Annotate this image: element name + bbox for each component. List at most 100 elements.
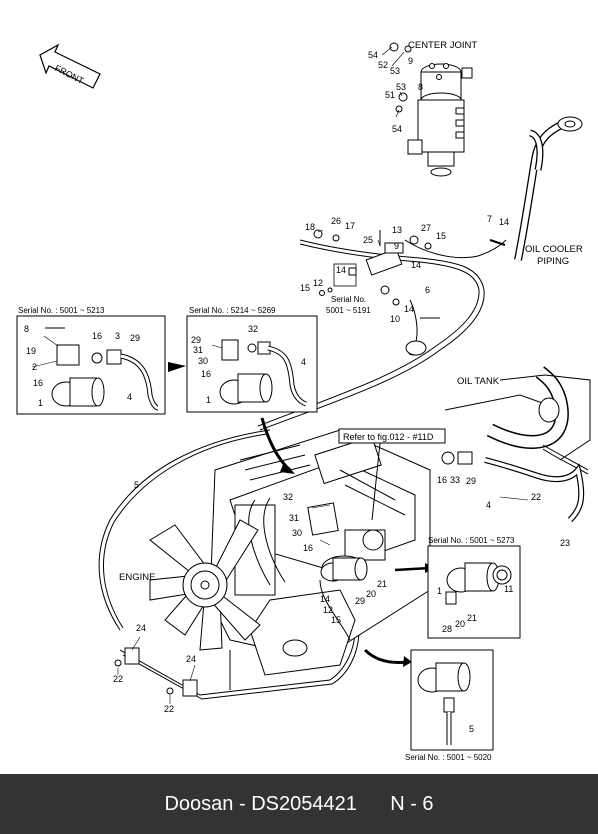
serial-box-1-caption: Serial No. : 5001 ~ 5213 [18, 306, 105, 315]
serial-box-2-caption: Serial No. : 5214 ~ 5269 [189, 306, 276, 315]
callout: 53 [396, 82, 406, 92]
serial-inline-1: Serial No. [331, 295, 366, 304]
callout: 16 [201, 369, 211, 379]
callout: 28 [442, 624, 452, 634]
callout: 14 [320, 594, 330, 604]
serial-box-3 [427, 545, 521, 639]
callout: 26 [331, 216, 341, 226]
callout: 3 [115, 331, 120, 341]
callout: 2 [32, 362, 37, 372]
callout: 4 [127, 392, 132, 402]
clamps [114, 647, 198, 697]
callout: 5 [469, 724, 474, 734]
callout: 31 [289, 513, 299, 523]
callout: 22 [164, 704, 174, 714]
callout: 30 [198, 356, 208, 366]
callout: 33 [450, 475, 460, 485]
callout: 24 [136, 623, 146, 633]
callout: 32 [248, 324, 258, 334]
arrowhead-icon [280, 462, 295, 474]
serial-box-3-caption: Serial No. : 5001 ~ 5273 [428, 536, 515, 545]
callout: 22 [531, 492, 541, 502]
callout: 20 [455, 619, 465, 629]
callout: 4 [486, 500, 491, 510]
oil-tank-label: OIL TANK [457, 376, 500, 387]
callout: 18 [305, 222, 315, 232]
oil-cooler-piping [404, 116, 583, 261]
distribution-block [313, 229, 432, 306]
hydraulic-piping-diagram: FRONT [16, 40, 591, 762]
callout: 7 [487, 214, 492, 224]
oil-tank-piping [444, 366, 591, 475]
callout: 29 [466, 476, 476, 486]
leader-lines [31, 46, 529, 704]
footer-part-number: DS2054421 [251, 792, 357, 815]
callout: 14 [499, 217, 509, 227]
center-joint-label: CENTER JOINT [408, 40, 477, 51]
callout: 14 [404, 304, 414, 314]
callout: 21 [377, 579, 387, 589]
callout: 32 [283, 492, 293, 502]
callout: 52 [378, 60, 388, 70]
callout: 17 [345, 221, 355, 231]
refer-box: Refer to fig.012 - #11D [338, 428, 446, 521]
callout: 14 [336, 265, 346, 275]
callout: 54 [392, 124, 402, 134]
callout: 16 [92, 331, 102, 341]
serial-box-4-caption: Serial No. : 5001 ~ 5020 [405, 753, 492, 762]
callout: 22 [113, 674, 123, 684]
callout: 14 [411, 260, 421, 270]
arrowhead-icon [403, 656, 412, 667]
callout: 53 [390, 66, 400, 76]
serial-box-4 [410, 649, 494, 751]
callout: 16 [437, 475, 447, 485]
callout: 13 [392, 225, 402, 235]
piping-label: PIPING [537, 256, 569, 267]
callout: 29 [191, 335, 201, 345]
callout: 12 [313, 278, 323, 288]
callout: 15 [331, 615, 341, 625]
callout: 6 [425, 285, 430, 295]
arrow-to-box2-icon [168, 362, 186, 372]
serial-box-2 [186, 315, 318, 413]
callout: 16 [33, 378, 43, 388]
callout: 9 [408, 56, 413, 66]
refer-text: Refer to fig.012 - #11D [343, 432, 434, 442]
serial-inline-2: 5001 ~ 5191 [326, 306, 371, 315]
callout: 51 [385, 90, 395, 100]
center-joint [389, 42, 473, 177]
callout: 23 [560, 538, 570, 548]
callout: 1 [206, 395, 211, 405]
callout: 12 [323, 605, 333, 615]
callout: 30 [292, 528, 302, 538]
footer-page: N - 6 [390, 792, 434, 815]
callout: 29 [130, 333, 140, 343]
callout: 15 [300, 283, 310, 293]
callouts: 54 52 9 53 53 8 51 54 7 14 18 26 17 13 2… [24, 50, 570, 734]
arrow-to-box3-icon [394, 566, 431, 572]
oil-cooler-label: OIL COOLER [525, 244, 583, 255]
engine-label: ENGINE [119, 572, 155, 583]
callout: 29 [355, 596, 365, 606]
callout: 5 [134, 480, 139, 490]
footer-brand: Doosan [164, 792, 234, 815]
callout: 54 [368, 50, 378, 60]
callout: 24 [186, 654, 196, 664]
callout: 8 [418, 82, 423, 92]
callout: 11 [504, 584, 513, 594]
engine-pump [307, 502, 368, 641]
serial-box-1 [16, 315, 166, 415]
callout: 1 [38, 398, 43, 408]
hose-4-right [441, 451, 585, 523]
callout: 9 [394, 241, 399, 251]
callout: 25 [363, 235, 373, 245]
callout: 1 [437, 586, 442, 596]
callout: 31 [193, 345, 203, 355]
callout: 16 [303, 543, 313, 553]
callout: 19 [26, 346, 36, 356]
footer-bar: Doosan - DS2054421 N - 6 [0, 774, 598, 834]
callout: 4 [301, 357, 306, 367]
callout: 15 [436, 231, 446, 241]
callout: 20 [366, 589, 376, 599]
